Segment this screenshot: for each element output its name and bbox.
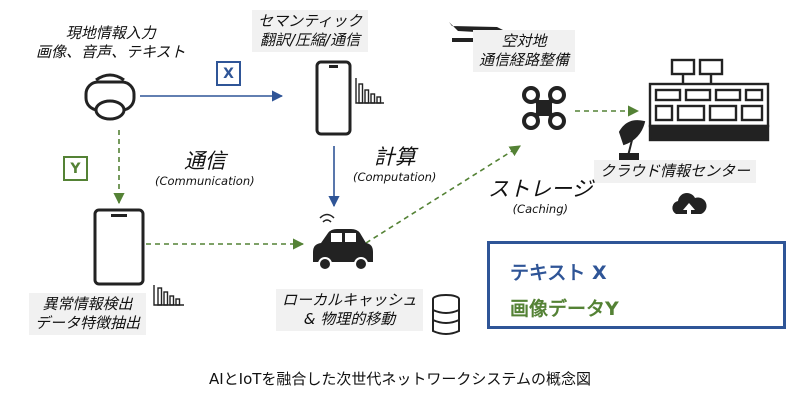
local-cache-line-1: ローカルキャッシュ <box>282 291 418 309</box>
local-cache-label: ローカルキャッシュ & 物理的移動 <box>276 289 424 331</box>
concept-communication: 通信 (Communication) <box>155 148 255 189</box>
legend-text-label: テキスト X <box>510 262 607 284</box>
local-cache-line-2: & 物理的移動 <box>303 309 396 328</box>
car-icon <box>313 213 373 271</box>
anomaly-line-1: 異常情報検出 <box>42 295 133 313</box>
computation-subtitle: (Computation) <box>353 170 437 185</box>
semantic-label: セマンティック 翻訳/圧縮/通信 <box>252 10 369 52</box>
concept-computation: 計算 (Computation) <box>353 144 436 185</box>
bar-chart-icon-anomaly <box>153 285 184 306</box>
smartphone-icon <box>315 60 352 136</box>
legend-box: テキスト X 画像データY <box>487 241 786 329</box>
badge-y: Y <box>63 156 88 181</box>
field-input-line-1: 現地情報入力 <box>65 24 156 42</box>
computation-title: 計算 <box>373 145 416 169</box>
semantic-line-2: 翻訳/圧縮/通信 <box>260 30 361 49</box>
air-ground-label: 空対地 通信経路整備 <box>473 30 576 72</box>
flow-arrow-car-to-drone <box>365 145 521 244</box>
bar-chart-icon <box>355 78 384 104</box>
drone-icon <box>522 86 566 130</box>
semantic-line-1: セマンティック <box>258 12 363 30</box>
cloud-center-label: クラウド情報センター <box>594 160 757 183</box>
satellite-dish-icon <box>618 120 646 160</box>
concept-caching: ストレージ (Caching) <box>488 176 593 217</box>
communication-title: 通信 <box>183 149 226 173</box>
server-icon <box>648 58 770 142</box>
vr-headset-icon <box>84 73 136 121</box>
air-ground-line-2: 通信経路整備 <box>479 50 570 69</box>
caching-title: ストレージ <box>488 177 593 201</box>
legend-image-label: 画像データY <box>510 298 619 320</box>
anomaly-label: 異常情報検出 データ特徴抽出 <box>29 293 147 335</box>
smartphone-icon-anomaly <box>93 208 145 286</box>
field-input-label: 現地情報入力 画像、音声、テキスト <box>36 24 186 62</box>
cloud-upload-icon <box>672 193 707 215</box>
air-ground-line-1: 空対地 <box>501 32 547 50</box>
badge-x: X <box>216 61 241 86</box>
database-icon <box>432 294 460 335</box>
communication-subtitle: (Communication) <box>155 174 255 189</box>
figure-caption: AIとIoTを融合した次世代ネットワークシステムの概念図 <box>208 370 591 388</box>
anomaly-line-2: データ特徴抽出 <box>35 313 141 332</box>
caching-subtitle: (Caching) <box>512 202 569 217</box>
field-input-line-2: 画像、音声、テキスト <box>36 42 186 61</box>
